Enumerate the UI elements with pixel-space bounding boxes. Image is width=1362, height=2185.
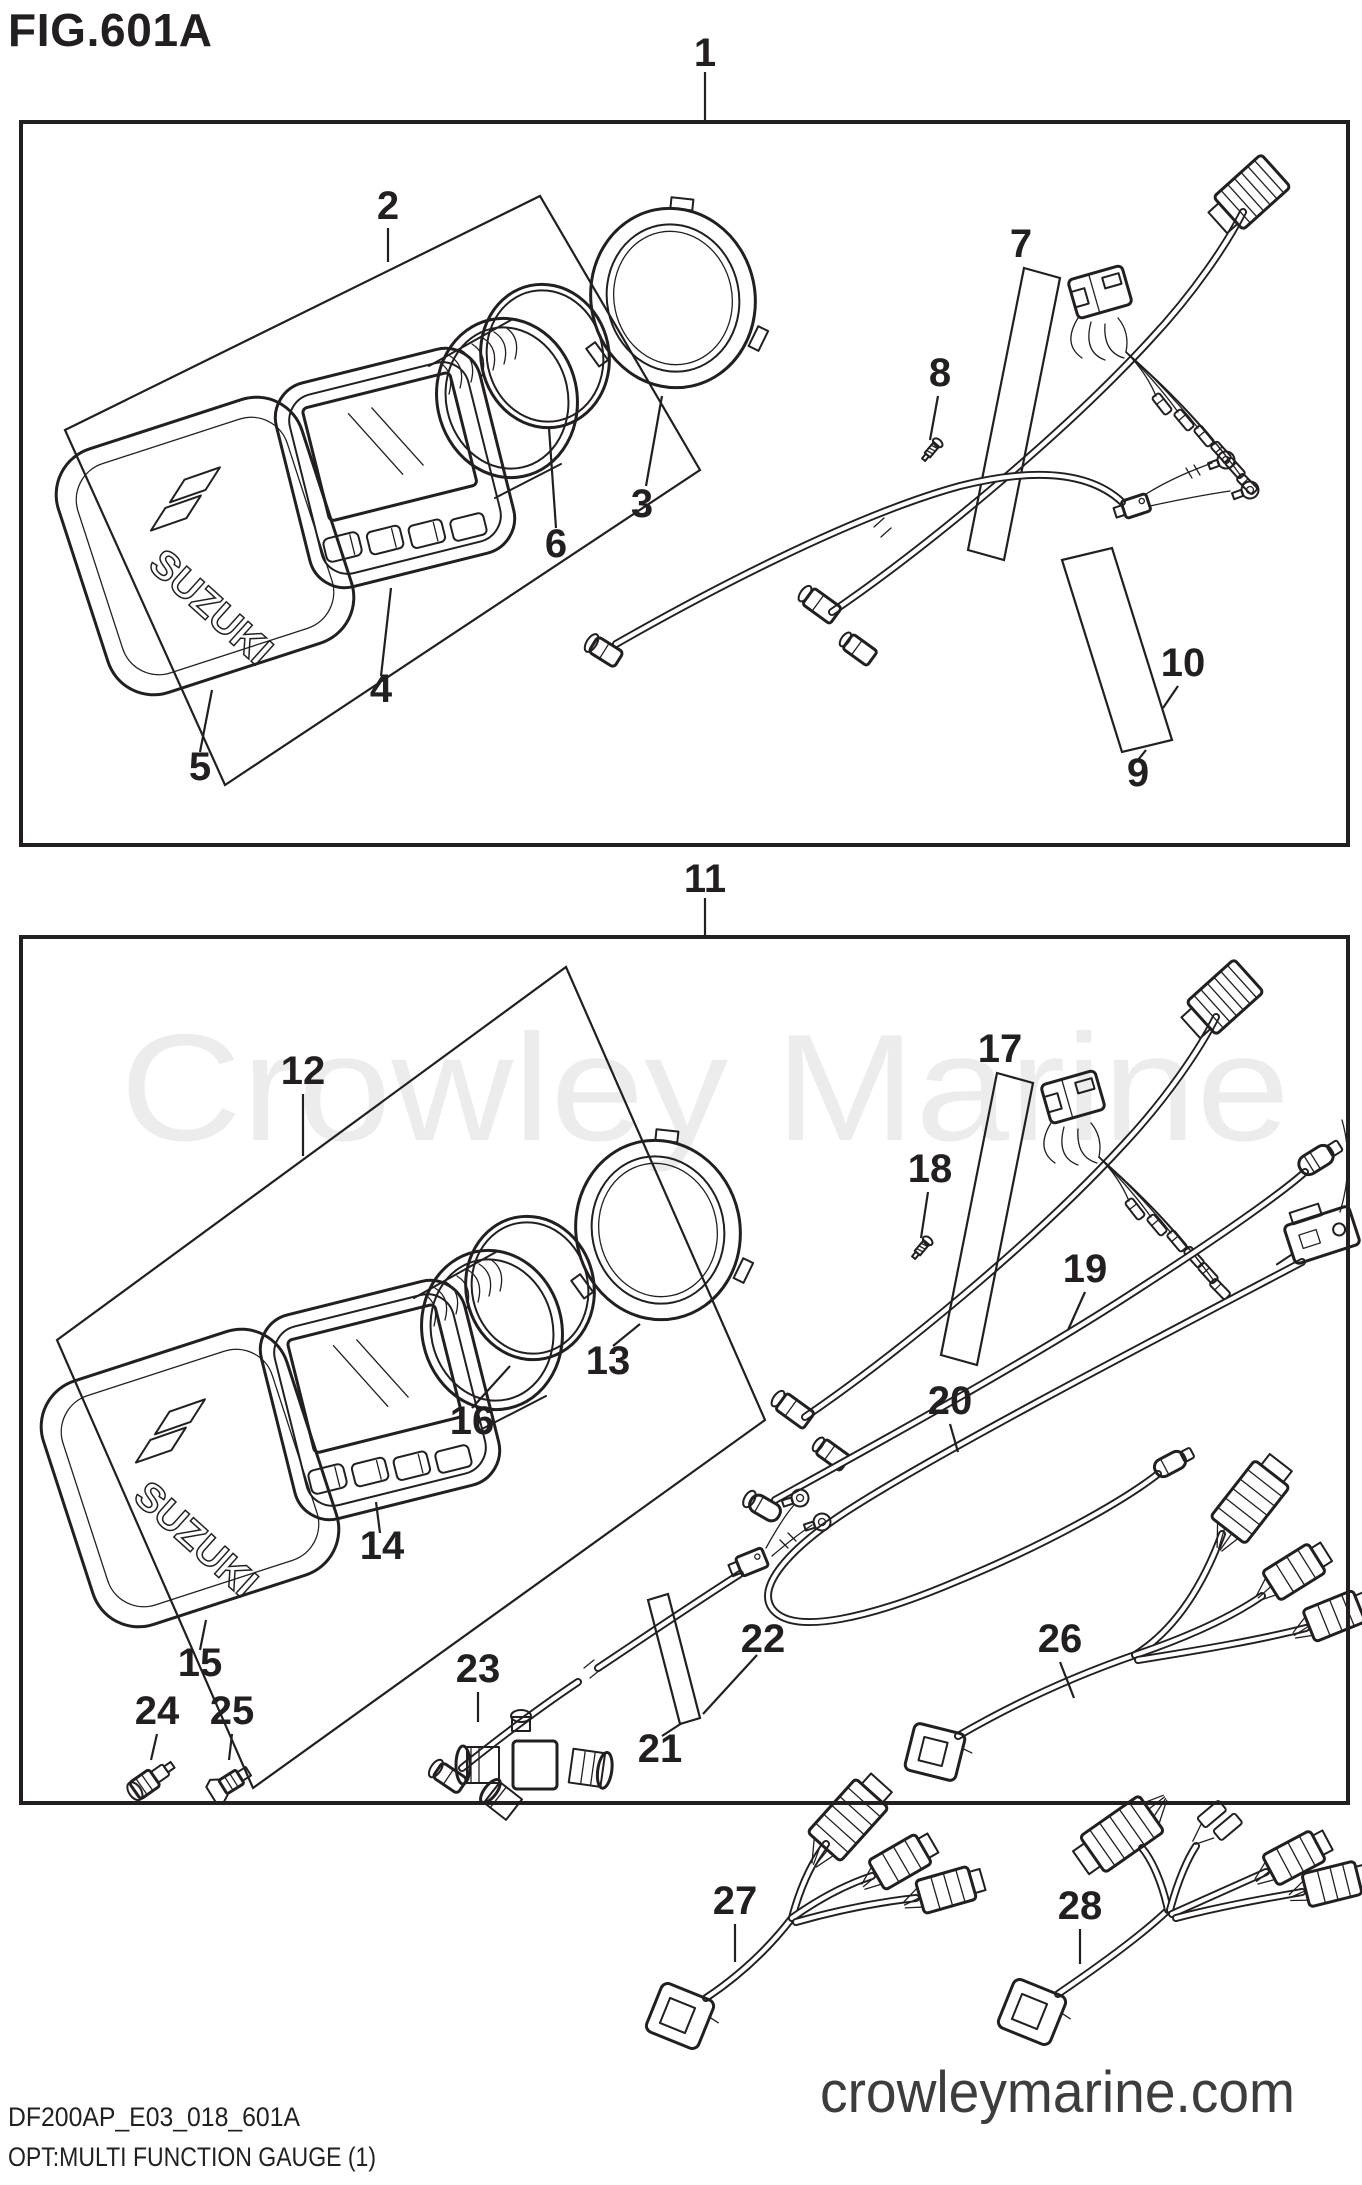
drawing-code: DF200AP_E03_018_601A bbox=[8, 2102, 300, 2132]
panel-2: 11 bbox=[19, 857, 1362, 1821]
callout-13: 13 bbox=[586, 1339, 631, 1383]
harness-9 bbox=[583, 448, 1262, 668]
callout-6: 6 bbox=[545, 522, 567, 566]
callout-20: 20 bbox=[928, 1379, 973, 1423]
callout-17: 17 bbox=[978, 1027, 1023, 1071]
callout-15: 15 bbox=[178, 1641, 223, 1685]
callout-26: 26 bbox=[1038, 1617, 1083, 1661]
harness-27: 27 bbox=[644, 1766, 989, 2050]
switch-assembly bbox=[1275, 1202, 1361, 1266]
bracket-7 bbox=[966, 266, 1062, 562]
figure-caption: OPT:MULTI FUNCTION GAUGE (1) bbox=[8, 2142, 376, 2172]
website-text: crowleymarine.com bbox=[820, 2060, 1295, 2125]
callout-25: 25 bbox=[210, 1689, 255, 1733]
gauge-cluster-1 bbox=[42, 181, 778, 719]
panel-1-plane bbox=[63, 194, 702, 787]
callout-19: 19 bbox=[1063, 1247, 1108, 1291]
callout-24: 24 bbox=[135, 1689, 180, 1733]
part-24 bbox=[126, 1760, 176, 1802]
harness-21 bbox=[427, 1486, 834, 1794]
bracket-17 bbox=[939, 1071, 1035, 1367]
callout-27: 27 bbox=[713, 1879, 758, 1923]
harness-28: 28 bbox=[996, 1782, 1362, 2046]
callout-28: 28 bbox=[1058, 1884, 1103, 1928]
callout-7: 7 bbox=[1010, 222, 1032, 266]
callout-11: 11 bbox=[684, 857, 726, 901]
callout-12: 12 bbox=[281, 1049, 326, 1093]
callout-3: 3 bbox=[631, 482, 653, 526]
callout-2: 2 bbox=[377, 184, 399, 228]
callout-23: 23 bbox=[456, 1647, 501, 1691]
screw-8 bbox=[918, 435, 946, 465]
callout-9: 9 bbox=[1127, 751, 1149, 795]
harness-20 bbox=[764, 1119, 1361, 1626]
bracket-21-22 bbox=[646, 1592, 702, 1726]
panel-2-box bbox=[19, 935, 1350, 1805]
harness-19 bbox=[742, 1139, 1344, 1523]
callout-22: 22 bbox=[741, 1617, 786, 1661]
harness-7 bbox=[795, 154, 1290, 666]
callout-4: 4 bbox=[370, 667, 393, 711]
gauge-cluster-2 bbox=[27, 1113, 763, 1651]
callout-1: 1 bbox=[694, 31, 716, 75]
harness-26 bbox=[903, 1447, 1362, 1782]
callout-5: 5 bbox=[189, 745, 211, 789]
t-connector-23 bbox=[454, 1709, 614, 1821]
callout-16: 16 bbox=[450, 1399, 495, 1443]
part-25 bbox=[205, 1766, 253, 1804]
callout-14: 14 bbox=[360, 1524, 405, 1568]
panel-1-box bbox=[19, 120, 1350, 847]
callout-18: 18 bbox=[908, 1147, 953, 1191]
figure-title: FIG.601A bbox=[8, 4, 212, 56]
panel-2-plane bbox=[55, 965, 767, 1790]
callout-21: 21 bbox=[638, 1727, 683, 1771]
callout-8: 8 bbox=[929, 351, 951, 395]
panel-1: 1 2 bbox=[19, 31, 1350, 847]
bracket-9-10 bbox=[1060, 546, 1174, 754]
screw-18 bbox=[908, 1233, 936, 1263]
callout-10: 10 bbox=[1161, 641, 1206, 685]
